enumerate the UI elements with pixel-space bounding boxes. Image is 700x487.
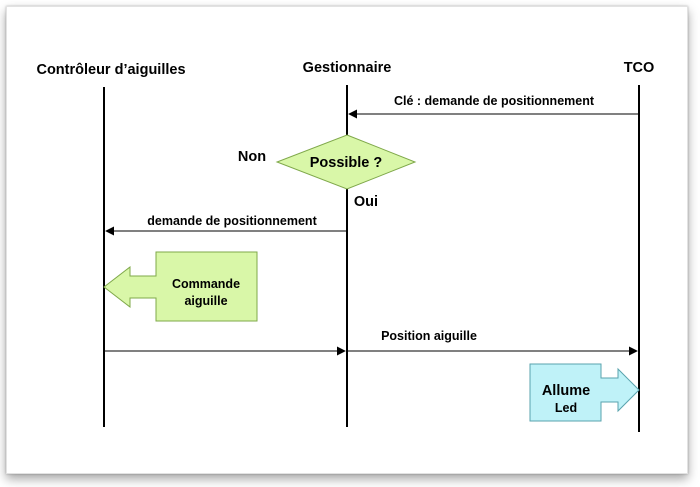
- decision-no-label: Non: [238, 149, 266, 165]
- decision-question: Possible ?: [310, 155, 383, 171]
- light-led-action: [529, 363, 640, 422]
- command-switch-line1: Commande: [172, 277, 240, 291]
- lifeline-title-manager: Gestionnaire: [303, 60, 392, 76]
- command-switch-line2: aiguille: [184, 294, 227, 308]
- lifeline-title-tco: TCO: [624, 60, 655, 76]
- lifeline-title-controller: Contrôleur d’aiguilles: [36, 62, 185, 78]
- message-label-position-request: demande de positionnement: [147, 214, 317, 228]
- light-led-line1: Allume: [542, 383, 590, 399]
- message-label-key-request: Clé : demande de positionnement: [394, 94, 595, 108]
- light-led-line2: Led: [555, 401, 577, 415]
- command-switch-action: [103, 251, 258, 322]
- decision-yes-label: Oui: [354, 194, 378, 210]
- decision-diamond: [275, 134, 417, 190]
- message-label-switch-position: Position aiguille: [381, 329, 477, 343]
